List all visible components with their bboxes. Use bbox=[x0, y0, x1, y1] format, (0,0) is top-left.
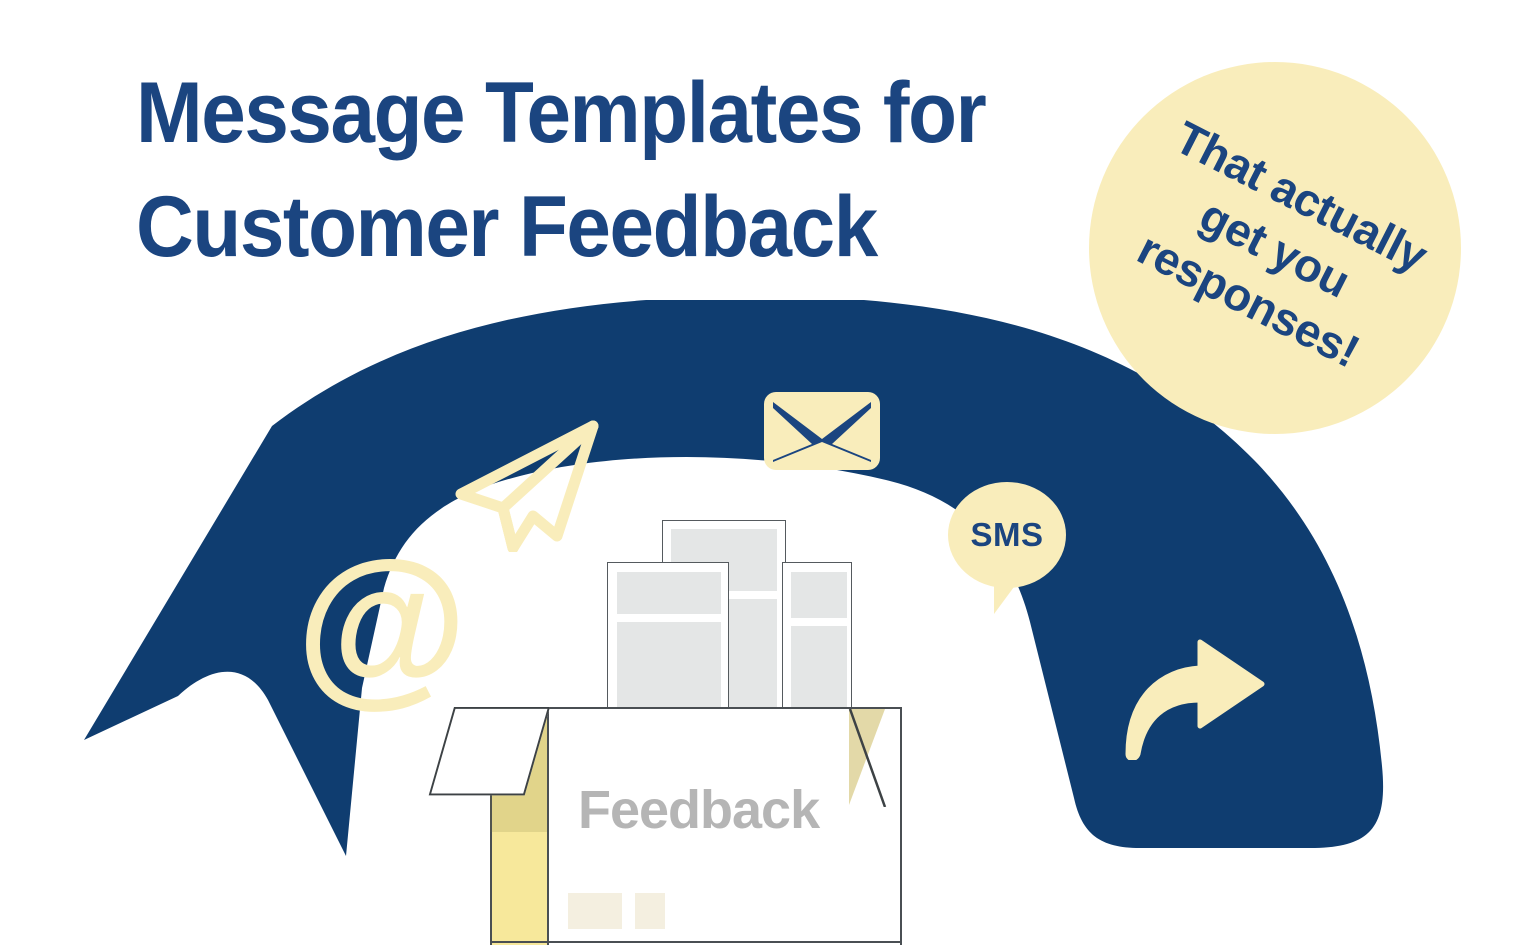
paper-plane-icon bbox=[445, 412, 605, 554]
badge-circle: That actually get you responses! bbox=[1089, 62, 1461, 434]
box-bottom-edge bbox=[490, 941, 902, 943]
box-chip-2 bbox=[635, 893, 665, 929]
box-top-edge bbox=[490, 707, 902, 709]
paper-sheet-left bbox=[607, 562, 729, 716]
box-label: Feedback bbox=[578, 780, 820, 840]
badge-text: That actually get you responses! bbox=[1088, 96, 1461, 401]
box-chip-1 bbox=[568, 893, 622, 929]
navy-arch-shape bbox=[84, 300, 1383, 856]
envelope-icon bbox=[764, 392, 880, 470]
feedback-box: Feedback bbox=[428, 700, 925, 945]
page-title-line-1: Message Templates for bbox=[136, 65, 987, 161]
sms-bubble-icon: SMS bbox=[948, 482, 1078, 616]
box-flap-right-edge bbox=[848, 708, 887, 807]
paper-sheet-right bbox=[782, 562, 852, 716]
share-arrow-icon bbox=[1122, 638, 1266, 761]
at-sign-icon: @ bbox=[296, 526, 468, 722]
page-title-line-2: Customer Feedback bbox=[136, 179, 878, 275]
page-title: Message Templates for Customer Feedback bbox=[136, 56, 1096, 284]
sms-label: SMS bbox=[970, 516, 1044, 553]
